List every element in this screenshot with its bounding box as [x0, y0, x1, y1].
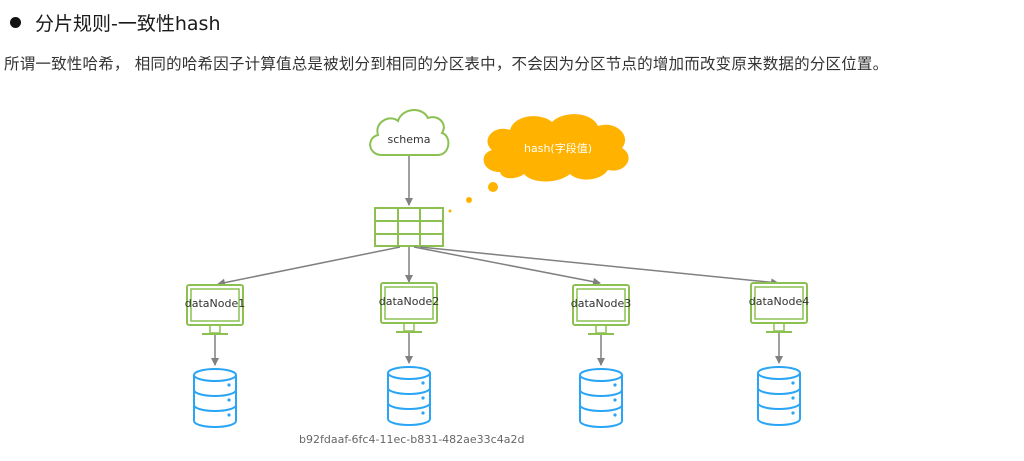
hash-label: hash(字段值) [524, 141, 592, 155]
bullet-icon [10, 16, 21, 28]
data-node-label: dataNode3 [571, 297, 631, 310]
table-to-node1-arrow [217, 246, 401, 287]
monitor-icon [750, 282, 808, 333]
monitor-icon [380, 282, 438, 333]
table-grid-icon [374, 207, 444, 247]
description-text: 所谓一致性哈希， 相同的哈希因子计算值总是被划分到相同的分区表中，不会因为分区节… [4, 55, 889, 73]
data-node-2: dataNode2 [379, 282, 439, 426]
data-node-label: dataNode4 [749, 295, 809, 308]
table-to-node4-arrow [419, 246, 779, 287]
schema-label: schema [388, 133, 431, 146]
thought-dot-medium [466, 197, 472, 203]
data-node-1: dataNode1 [185, 284, 245, 428]
data-node-label: dataNode2 [379, 295, 439, 308]
monitor-icon [572, 284, 630, 335]
monitor-icon [186, 284, 244, 335]
data-node-label: dataNode1 [185, 297, 245, 310]
data-node-4: dataNode4 [749, 282, 809, 426]
data-node-3: dataNode3 [571, 284, 631, 428]
table-to-node3-arrow [413, 246, 601, 286]
database-icon [193, 368, 237, 428]
thought-dot-small [448, 209, 452, 213]
hash-cloud-icon: hash(字段值) [448, 114, 629, 213]
schema-cloud-icon: schema [369, 109, 450, 156]
database-icon [579, 368, 623, 428]
heading-title: 分片规则-一致性hash [35, 12, 221, 35]
database-icon [757, 366, 801, 426]
thought-dot-large [488, 182, 498, 192]
database-icon [387, 366, 431, 426]
watermark-id: b92fdaaf-6fc4-11ec-b831-482ae33c4a2d [299, 433, 525, 446]
section-heading: 分片规则-一致性hash [8, 8, 220, 36]
